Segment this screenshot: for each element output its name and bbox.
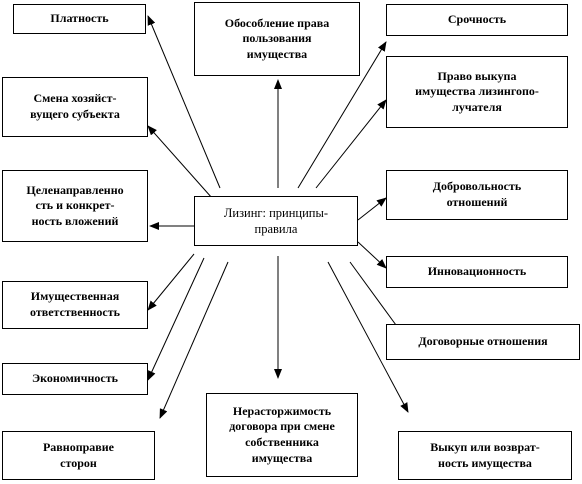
- node-text-line: сторон: [60, 455, 97, 470]
- node-text-line: Равноправие: [42, 439, 115, 454]
- arrow-to-smena: [147, 125, 213, 199]
- arrow-to-platnost: [147, 15, 221, 189]
- arrow-to-srochnost: [297, 41, 387, 189]
- node-text-line: ность вложений: [31, 213, 119, 228]
- node-text-line: Право выкупа: [437, 68, 517, 83]
- node-text-line: Целенаправленно: [26, 182, 124, 197]
- node-text-line: Нерасторжимость: [232, 403, 332, 418]
- node-text-line: правила: [254, 222, 298, 236]
- node-text-line: договора при смене: [229, 419, 335, 434]
- node-text-line: ность имущества: [438, 455, 532, 470]
- node-text-line: Имущественная: [30, 289, 120, 304]
- node-dogovornye: Договорные отношения: [386, 324, 580, 360]
- node-text-line: Платность: [50, 11, 109, 26]
- node-text-line: имущества: [251, 450, 313, 465]
- arrow-to-ekonomichnost: [147, 257, 205, 381]
- arrow-to-innovacionnost: [357, 241, 387, 269]
- node-text-line: собственника: [245, 435, 319, 449]
- node-platnost: Платность: [13, 4, 146, 34]
- node-text-line: Экономичность: [32, 371, 118, 386]
- arrow-to-imushchestvennaya: [147, 253, 195, 311]
- node-text-line: Срочность: [447, 12, 507, 27]
- node-srochnost: Срочность: [386, 4, 568, 36]
- node-innovacionnost: Инновационность: [386, 256, 568, 288]
- arrow-to-dobrovolnost: [357, 197, 387, 221]
- node-text-line: имущества лизингопо-: [415, 84, 539, 99]
- arrow-to-vykup-vozvrat: [327, 261, 409, 413]
- arrow-to-dogovornye: [349, 261, 405, 337]
- node-text-line: Добровольность: [432, 179, 522, 194]
- node-smena: Смена хозяйст-вущего субъекта: [2, 77, 148, 137]
- node-text-line: Смена хозяйст-: [33, 91, 117, 106]
- arrow-to-ravnopravie: [159, 261, 229, 419]
- node-text-line: отношений: [446, 195, 508, 209]
- node-center: Лизинг: принципы-правила: [194, 196, 358, 246]
- node-text-line: лучателя: [452, 99, 502, 114]
- arrow-to-pravo-vykupa: [315, 99, 387, 189]
- node-text-line: пользования: [242, 31, 312, 46]
- node-text-line: вущего субъекта: [30, 107, 120, 121]
- node-text-line: Договорные отношения: [418, 334, 548, 349]
- node-text-line: имущества: [246, 46, 308, 61]
- node-vykup-vozvrat: Выкуп или возврат-ность имущества: [398, 431, 572, 480]
- node-ekonomichnost: Экономичность: [2, 363, 148, 395]
- node-text-line: сть и конкрет-: [35, 198, 115, 213]
- node-text-line: Обособление права: [224, 15, 330, 30]
- node-text-line: Инновационность: [427, 264, 527, 279]
- node-text-line: Выкуп или возврат-: [430, 439, 540, 454]
- node-text-line: Лизинг: принципы-: [223, 205, 329, 220]
- node-text-line: ответственность: [29, 305, 120, 319]
